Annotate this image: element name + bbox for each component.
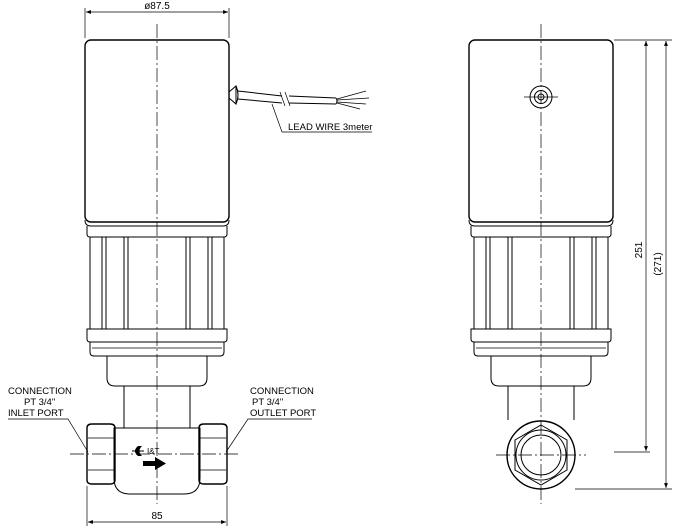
top-dimension: ø87.5 xyxy=(84,1,230,38)
inlet-port-label: CONNECTION PT 3/4" INLET PORT xyxy=(8,386,89,453)
front-view: ø87.5 LEAD WIRE 3meter xyxy=(8,1,372,526)
svg-text:CONNECTION: CONNECTION xyxy=(250,386,314,397)
logo-text: I&T xyxy=(147,447,160,456)
bottom-dimension: 85 xyxy=(86,486,228,526)
svg-text:PT 3/4": PT 3/4" xyxy=(252,397,283,408)
lead-wire-label: LEAD WIRE 3meter xyxy=(288,122,372,133)
svg-text:PT 3/4": PT 3/4" xyxy=(24,397,55,408)
lead-wire: LEAD WIRE 3meter xyxy=(228,84,372,133)
svg-text:INLET PORT: INLET PORT xyxy=(8,408,64,419)
top-width-label: ø87.5 xyxy=(144,1,170,12)
svg-text:CONNECTION: CONNECTION xyxy=(8,386,72,397)
bottom-width-label: 85 xyxy=(151,511,163,522)
height-label: 251 xyxy=(634,241,645,258)
outlet-port-label: CONNECTION PT 3/4" OUTLET PORT xyxy=(225,386,316,453)
flow-arrow-icon xyxy=(143,457,166,470)
height-ref-label: (271) xyxy=(653,252,664,275)
fin-section xyxy=(86,226,228,357)
side-fin-section xyxy=(470,226,612,357)
side-view: (271) 251 xyxy=(468,24,672,504)
height-dimension: (271) 251 xyxy=(575,39,672,490)
valve-body: I&T xyxy=(86,423,228,495)
brand-logo: I&T xyxy=(132,446,160,456)
svg-text:OUTLET PORT: OUTLET PORT xyxy=(250,408,316,419)
